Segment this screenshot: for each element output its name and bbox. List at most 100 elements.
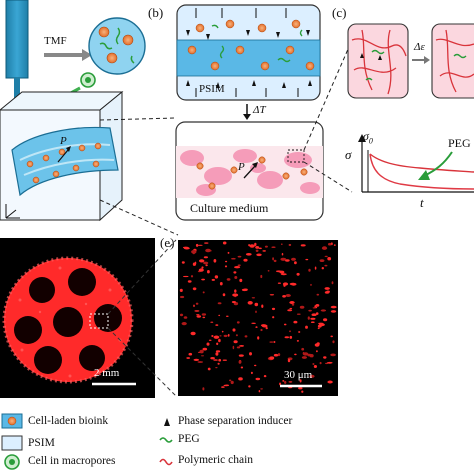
speckle <box>207 270 210 274</box>
speckle <box>211 278 215 281</box>
speckle <box>260 388 263 390</box>
speckle <box>310 317 316 320</box>
speckle <box>203 256 208 259</box>
speckle <box>289 307 293 310</box>
speckle <box>227 333 230 337</box>
speckle <box>248 385 251 388</box>
speckle <box>226 278 231 281</box>
speckle <box>330 305 337 309</box>
speckle <box>257 336 260 340</box>
speckle <box>323 356 327 359</box>
speckle <box>249 244 255 248</box>
tmf-zoom-circle <box>88 17 146 75</box>
speckle <box>289 301 295 304</box>
relaxation-curve-peg <box>369 153 474 173</box>
speckle <box>291 303 295 306</box>
speckle <box>296 272 300 276</box>
speckle <box>319 361 322 365</box>
panel-e <box>178 240 338 396</box>
speckle <box>280 273 287 276</box>
speckle <box>296 340 299 342</box>
speckle <box>254 242 257 246</box>
speckle <box>230 380 234 385</box>
speckle <box>330 353 336 357</box>
speckle <box>201 313 207 316</box>
speckle <box>255 377 261 381</box>
speckle <box>206 250 212 252</box>
speckle <box>232 328 236 332</box>
speckle <box>225 315 229 317</box>
speckle <box>321 246 328 250</box>
legend-inducer-label: Phase separation inducer <box>178 415 293 427</box>
speckle <box>269 356 275 360</box>
speckle <box>221 386 225 388</box>
speckle <box>213 335 220 339</box>
speckle <box>202 387 205 391</box>
speckle <box>222 359 227 361</box>
speckle <box>199 349 204 354</box>
legend-polymer-icon <box>159 458 173 466</box>
speckle <box>218 358 222 362</box>
legend-bioink-label: Cell-laden bioink <box>28 415 109 427</box>
bioink-band <box>177 40 320 76</box>
speckle <box>186 357 191 359</box>
speckle <box>314 343 320 347</box>
speckle <box>215 367 218 369</box>
pore-network <box>180 149 320 196</box>
speckle <box>249 352 252 356</box>
speckle <box>327 257 332 261</box>
speckle <box>288 381 293 383</box>
speckle <box>263 375 267 378</box>
speckle <box>315 304 320 307</box>
speckle <box>193 358 200 361</box>
speckle <box>319 259 325 262</box>
p-label-a: P <box>60 135 67 147</box>
speckle <box>289 335 293 339</box>
speckle <box>213 259 217 263</box>
speckle <box>282 282 289 286</box>
speckle <box>243 258 248 262</box>
tmf-label: TMF <box>44 35 67 47</box>
speckle <box>317 324 322 328</box>
speckle <box>223 384 229 387</box>
speckle <box>269 294 275 296</box>
speckle <box>313 365 317 368</box>
legend-cell-macropore-label: Cell in macropores <box>28 455 116 467</box>
speckle <box>206 342 210 346</box>
speckle <box>254 302 259 307</box>
speckle <box>261 304 264 308</box>
speckle <box>218 314 221 317</box>
speckle <box>298 387 303 390</box>
speckle <box>236 321 240 324</box>
speckle <box>254 364 257 367</box>
speckle <box>298 331 301 333</box>
inducer-triangles-bottom <box>186 80 312 88</box>
speckle <box>191 250 197 254</box>
speckle <box>255 326 258 328</box>
speckle <box>285 294 291 297</box>
speckle <box>195 302 199 305</box>
panel-a <box>0 0 179 236</box>
speckle <box>293 320 298 324</box>
speckle <box>201 266 204 269</box>
speckle <box>267 270 270 272</box>
speckle <box>310 321 315 324</box>
speckle <box>291 257 296 261</box>
speckle <box>211 335 214 337</box>
speckle <box>261 324 268 328</box>
speckle <box>279 382 282 386</box>
speckle <box>239 345 245 347</box>
speckle <box>324 291 330 294</box>
speckle <box>272 316 275 319</box>
speckle <box>316 293 320 296</box>
speckle <box>330 310 337 313</box>
speckle <box>197 244 203 246</box>
speckle <box>284 380 287 384</box>
speckle <box>255 310 257 314</box>
speckle <box>327 380 333 384</box>
legend-inducer-icon <box>164 418 170 426</box>
stress-relaxation-plot <box>358 134 474 193</box>
culture-medium-label: Culture medium <box>190 201 269 215</box>
speckle <box>299 379 302 383</box>
delta-epsilon-label: Δε <box>414 41 425 53</box>
